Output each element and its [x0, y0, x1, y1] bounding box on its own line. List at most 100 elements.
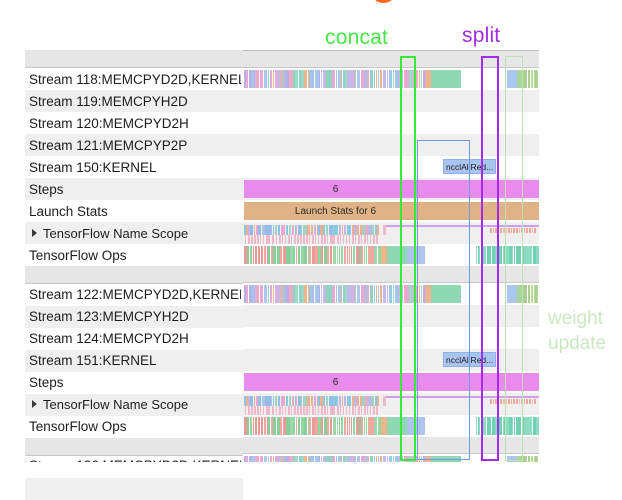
name-scope-tick[interactable] [318, 406, 319, 415]
process-group-header[interactable]: isqx1:25676 Nvidia GPU 2 (pid 3) [26, 437, 539, 454]
timeline-track[interactable] [244, 244, 539, 266]
name-scope-tick[interactable] [508, 399, 510, 404]
name-scope-tick[interactable] [306, 235, 308, 244]
name-scope-tick[interactable] [333, 406, 334, 415]
timeline-row-label[interactable]: Steps [26, 182, 241, 197]
name-scope-tick[interactable] [352, 406, 354, 415]
trace-event-block[interactable] [507, 456, 517, 462]
trace-event-block[interactable] [431, 456, 461, 462]
name-scope-tick[interactable] [358, 235, 360, 244]
trace-event-block[interactable] [285, 456, 289, 462]
name-scope-tick[interactable] [526, 228, 528, 233]
name-scope-tick[interactable] [340, 406, 342, 415]
name-scope-tick[interactable] [260, 406, 261, 415]
name-scope-tick[interactable] [288, 235, 290, 244]
trace-event-block[interactable] [309, 70, 313, 88]
trace-event-block[interactable] [409, 285, 412, 303]
name-scope-tick[interactable] [521, 228, 523, 233]
name-scope-tick[interactable] [333, 235, 334, 244]
name-scope-tick[interactable] [513, 399, 515, 404]
timeline-row[interactable]: Stream 124:MEMCPYD2H [26, 327, 539, 349]
trace-event-block[interactable] [285, 70, 289, 88]
name-scope-tick[interactable] [367, 406, 368, 415]
name-scope-tick[interactable] [315, 406, 316, 415]
name-scope-tick[interactable] [524, 399, 526, 404]
trace-event-block[interactable] [361, 70, 365, 88]
name-scope-tick[interactable] [361, 235, 363, 244]
timeline-row-label[interactable]: Stream 126:MEMCPYD2D,KERNEL,MI [26, 458, 241, 463]
name-scope-tick[interactable] [521, 399, 523, 404]
name-scope-tick[interactable] [490, 228, 492, 233]
timeline-row-label[interactable]: Stream 151:KERNEL [26, 353, 241, 368]
trace-event-block[interactable] [260, 456, 263, 462]
name-scope-tick[interactable] [364, 406, 366, 415]
trace-event-block[interactable] [256, 285, 259, 303]
trace-event-block[interactable] [264, 456, 268, 462]
timeline-row-label[interactable]: Stream 119:MEMCPYH2D [26, 94, 241, 109]
trace-event-block[interactable] [277, 456, 280, 462]
name-scope-tick[interactable] [370, 235, 371, 244]
trace-event-block[interactable] [304, 246, 307, 264]
name-scope-tick[interactable] [269, 235, 270, 244]
name-scope-tick[interactable] [346, 235, 348, 244]
name-scope-tick[interactable] [251, 406, 253, 415]
trace-event-block[interactable] [347, 70, 351, 88]
name-scope-tick[interactable] [300, 235, 302, 244]
timeline-track[interactable] [244, 222, 539, 244]
trace-event-block[interactable] [387, 417, 407, 435]
trace-event-block[interactable] [256, 456, 259, 462]
timeline-track[interactable]: 6 [244, 178, 539, 200]
trace-event-block[interactable] [312, 246, 315, 264]
name-scope-tick[interactable] [324, 406, 326, 415]
name-scope-tick[interactable] [312, 406, 314, 415]
name-scope-tick[interactable] [309, 406, 310, 415]
trace-event-block[interactable] [333, 417, 336, 435]
name-scope-tick[interactable] [324, 235, 326, 244]
name-scope-tick[interactable] [506, 399, 508, 404]
trace-event-block[interactable] [368, 417, 371, 435]
name-scope-tick[interactable] [257, 235, 259, 244]
trace-event-block[interactable] [338, 456, 341, 462]
trace-event-block[interactable]: 6 [244, 373, 539, 391]
name-scope-tick[interactable] [272, 406, 274, 415]
name-scope-tick[interactable] [534, 399, 536, 404]
name-scope-tick[interactable] [315, 235, 316, 244]
timeline-track[interactable]: ncclAllRed... [244, 349, 539, 371]
timeline-row-label[interactable]: Stream 123:MEMCPYH2D [26, 309, 241, 324]
name-scope-tick[interactable] [245, 235, 246, 244]
name-scope-tick[interactable] [511, 399, 513, 404]
name-scope-tick[interactable] [251, 235, 253, 244]
trace-event-block[interactable] [323, 285, 326, 303]
timeline-row-label[interactable]: Stream 121:MEMCPYP2P [26, 138, 241, 153]
name-scope-tick[interactable] [337, 406, 339, 415]
name-scope-tick[interactable] [303, 406, 305, 415]
trace-event-block[interactable] [323, 456, 326, 462]
trace-event-block[interactable] [332, 285, 335, 303]
trace-event-block[interactable] [407, 246, 425, 264]
name-scope-tick[interactable] [529, 399, 531, 404]
trace-event-block[interactable] [332, 456, 335, 462]
trace-event-block[interactable] [368, 246, 371, 264]
name-scope-tick[interactable] [327, 406, 328, 415]
nccl-allreduce-block[interactable]: ncclAllRed... [443, 352, 496, 367]
name-scope-tick[interactable] [337, 235, 339, 244]
name-scope-tick[interactable] [346, 406, 348, 415]
timeline-track[interactable] [244, 305, 539, 327]
timeline-row[interactable]: Stream 119:MEMCPYH2D [26, 90, 539, 112]
name-scope-tick[interactable] [361, 406, 363, 415]
trace-event-block[interactable] [260, 70, 263, 88]
name-scope-tick[interactable] [519, 399, 521, 404]
timeline-row[interactable]: Stream 123:MEMCPYH2D [26, 305, 539, 327]
trace-event-block[interactable] [357, 70, 360, 88]
trace-event-block[interactable] [361, 456, 365, 462]
timeline-track[interactable]: ncclAllRed... [244, 156, 539, 178]
name-scope-tick[interactable] [495, 228, 497, 233]
timeline-track[interactable]: Launch Stats for 6 [244, 200, 539, 222]
trace-event-block[interactable] [383, 456, 386, 462]
trace-event-block[interactable] [338, 285, 341, 303]
name-scope-tick[interactable] [279, 235, 281, 244]
trace-event-block[interactable] [332, 70, 335, 88]
